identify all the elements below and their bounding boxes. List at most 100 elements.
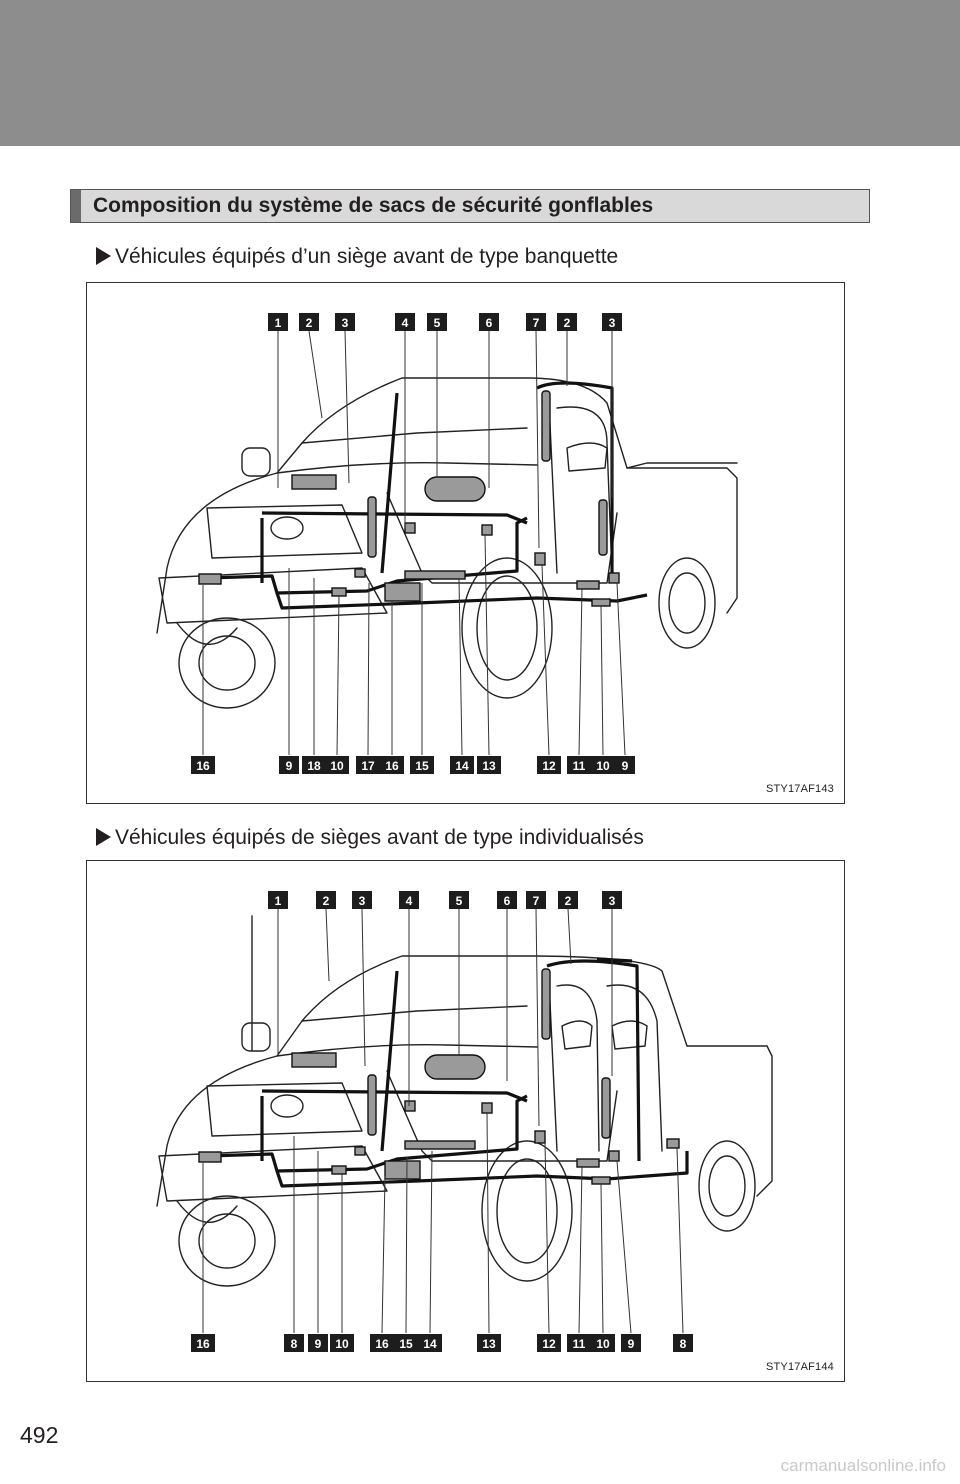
svg-text:8: 8 — [291, 1337, 298, 1351]
svg-text:12: 12 — [542, 1337, 556, 1351]
callout-10b: 10 — [591, 1334, 615, 1352]
callout-8b: 8 — [673, 1334, 693, 1352]
arrow-right-icon — [96, 247, 111, 265]
svg-text:11: 11 — [573, 759, 586, 773]
figure-2-drawing: 1 2 3 4 5 6 7 2 3 16 8 9 10 16 15 14 13 … — [156, 891, 773, 1352]
svg-text:3: 3 — [359, 894, 366, 908]
figure-1-code: STY17AF143 — [765, 783, 834, 795]
top-callouts: 1 2 3 4 5 6 7 2 3 — [268, 891, 622, 909]
figure-1-bench-seat-diagram: 1 2 3 4 5 6 7 2 3 16 9 18 10 17 16 15 14… — [86, 282, 845, 804]
svg-text:6: 6 — [504, 894, 511, 908]
callout-16b: 16 — [370, 1334, 394, 1352]
svg-text:9: 9 — [622, 759, 629, 773]
callout-12: 12 — [537, 756, 561, 774]
svg-text:7: 7 — [533, 316, 540, 330]
figure-1-drawing: 1 2 3 4 5 6 7 2 3 16 9 18 10 17 16 15 14… — [156, 313, 738, 774]
bottom-callouts: 16 9 18 10 17 16 15 14 13 12 11 10 9 — [191, 756, 635, 774]
bottom-callout-leaders — [202, 534, 626, 756]
svg-text:10: 10 — [330, 759, 344, 773]
callout-6: 6 — [479, 313, 499, 331]
page-number: 492 — [20, 1422, 59, 1448]
callout-16: 16 — [191, 756, 215, 774]
svg-text:10: 10 — [596, 759, 610, 773]
section-title: Composition du système de sacs de sécuri… — [93, 194, 654, 217]
callout-13: 13 — [477, 756, 501, 774]
callout-9: 9 — [279, 756, 299, 774]
svg-text:1: 1 — [275, 894, 282, 908]
svg-text:10: 10 — [335, 1337, 349, 1351]
svg-text:2: 2 — [565, 894, 572, 908]
svg-text:14: 14 — [455, 759, 469, 773]
callout-14: 14 — [418, 1334, 442, 1352]
svg-text:15: 15 — [399, 1337, 413, 1351]
section-header-accent — [71, 190, 81, 222]
callout-16b: 16 — [380, 756, 404, 774]
svg-text:7: 7 — [533, 894, 540, 908]
svg-text:10: 10 — [596, 1337, 610, 1351]
callout-12: 12 — [537, 1334, 561, 1352]
svg-text:16: 16 — [196, 759, 210, 773]
svg-text:12: 12 — [542, 759, 556, 773]
callout-10b: 10 — [591, 756, 615, 774]
top-gray-band — [0, 0, 960, 146]
svg-text:11: 11 — [573, 1337, 586, 1351]
svg-text:3: 3 — [342, 316, 349, 330]
callout-7: 7 — [526, 891, 546, 909]
callout-8: 8 — [284, 1334, 304, 1352]
arrow-right-icon — [96, 828, 111, 846]
svg-text:13: 13 — [482, 1337, 496, 1351]
svg-text:2: 2 — [306, 316, 313, 330]
svg-text:5: 5 — [456, 894, 463, 908]
figure-2-individual-seats-diagram: 1 2 3 4 5 6 7 2 3 16 8 9 10 16 15 14 13 … — [86, 860, 845, 1382]
top-callout-leaders — [277, 908, 613, 1127]
svg-text:14: 14 — [423, 1337, 437, 1351]
bottom-callout-leaders — [202, 1112, 684, 1334]
figure-2-subheading-text: Véhicules équipés de sièges avant de typ… — [115, 826, 644, 849]
callout-1: 1 — [268, 891, 288, 909]
callout-11: 11 — [567, 1334, 591, 1352]
figure-1-subheading: Véhicules équipés d’un siège avant de ty… — [96, 245, 618, 269]
callout-1: 1 — [268, 313, 288, 331]
callout-10: 10 — [325, 756, 349, 774]
callout-2b: 2 — [558, 891, 578, 909]
callout-15: 15 — [410, 756, 434, 774]
svg-text:3: 3 — [609, 894, 616, 908]
top-callout-leaders — [277, 330, 613, 549]
top-callouts: 1 2 3 4 5 6 7 2 3 — [268, 313, 622, 331]
callout-10: 10 — [330, 1334, 354, 1352]
callout-17: 17 — [356, 756, 380, 774]
callout-2b: 2 — [557, 313, 577, 331]
bottom-callouts: 16 8 9 10 16 15 14 13 12 11 10 9 8 — [191, 1334, 693, 1352]
svg-text:16: 16 — [375, 1337, 389, 1351]
svg-text:5: 5 — [434, 316, 441, 330]
svg-text:4: 4 — [402, 316, 409, 330]
svg-text:8: 8 — [680, 1337, 687, 1351]
svg-text:1: 1 — [275, 316, 282, 330]
callout-3: 3 — [335, 313, 355, 331]
svg-text:16: 16 — [196, 1337, 210, 1351]
figure-2-subheading: Véhicules équipés de sièges avant de typ… — [96, 826, 644, 850]
figure-1-subheading-text: Véhicules équipés d’un siège avant de ty… — [115, 245, 619, 268]
callout-6: 6 — [497, 891, 517, 909]
figure-2-code: STY17AF144 — [765, 1361, 834, 1373]
svg-text:2: 2 — [323, 894, 330, 908]
callout-5: 5 — [449, 891, 469, 909]
svg-text:15: 15 — [415, 759, 429, 773]
svg-text:9: 9 — [628, 1337, 635, 1351]
callout-2: 2 — [299, 313, 319, 331]
svg-text:17: 17 — [361, 759, 375, 773]
callout-2: 2 — [316, 891, 336, 909]
callout-9b: 9 — [621, 1334, 641, 1352]
callout-7: 7 — [526, 313, 546, 331]
callout-14: 14 — [450, 756, 474, 774]
callout-15: 15 — [394, 1334, 418, 1352]
svg-text:16: 16 — [385, 759, 399, 773]
callout-16: 16 — [191, 1334, 215, 1352]
callout-9b: 9 — [615, 756, 635, 774]
svg-text:9: 9 — [286, 759, 293, 773]
section-header: Composition du système de sacs de sécuri… — [70, 189, 870, 223]
svg-text:13: 13 — [482, 759, 496, 773]
callout-9: 9 — [308, 1334, 328, 1352]
callout-3b: 3 — [602, 313, 622, 331]
svg-text:4: 4 — [406, 894, 413, 908]
